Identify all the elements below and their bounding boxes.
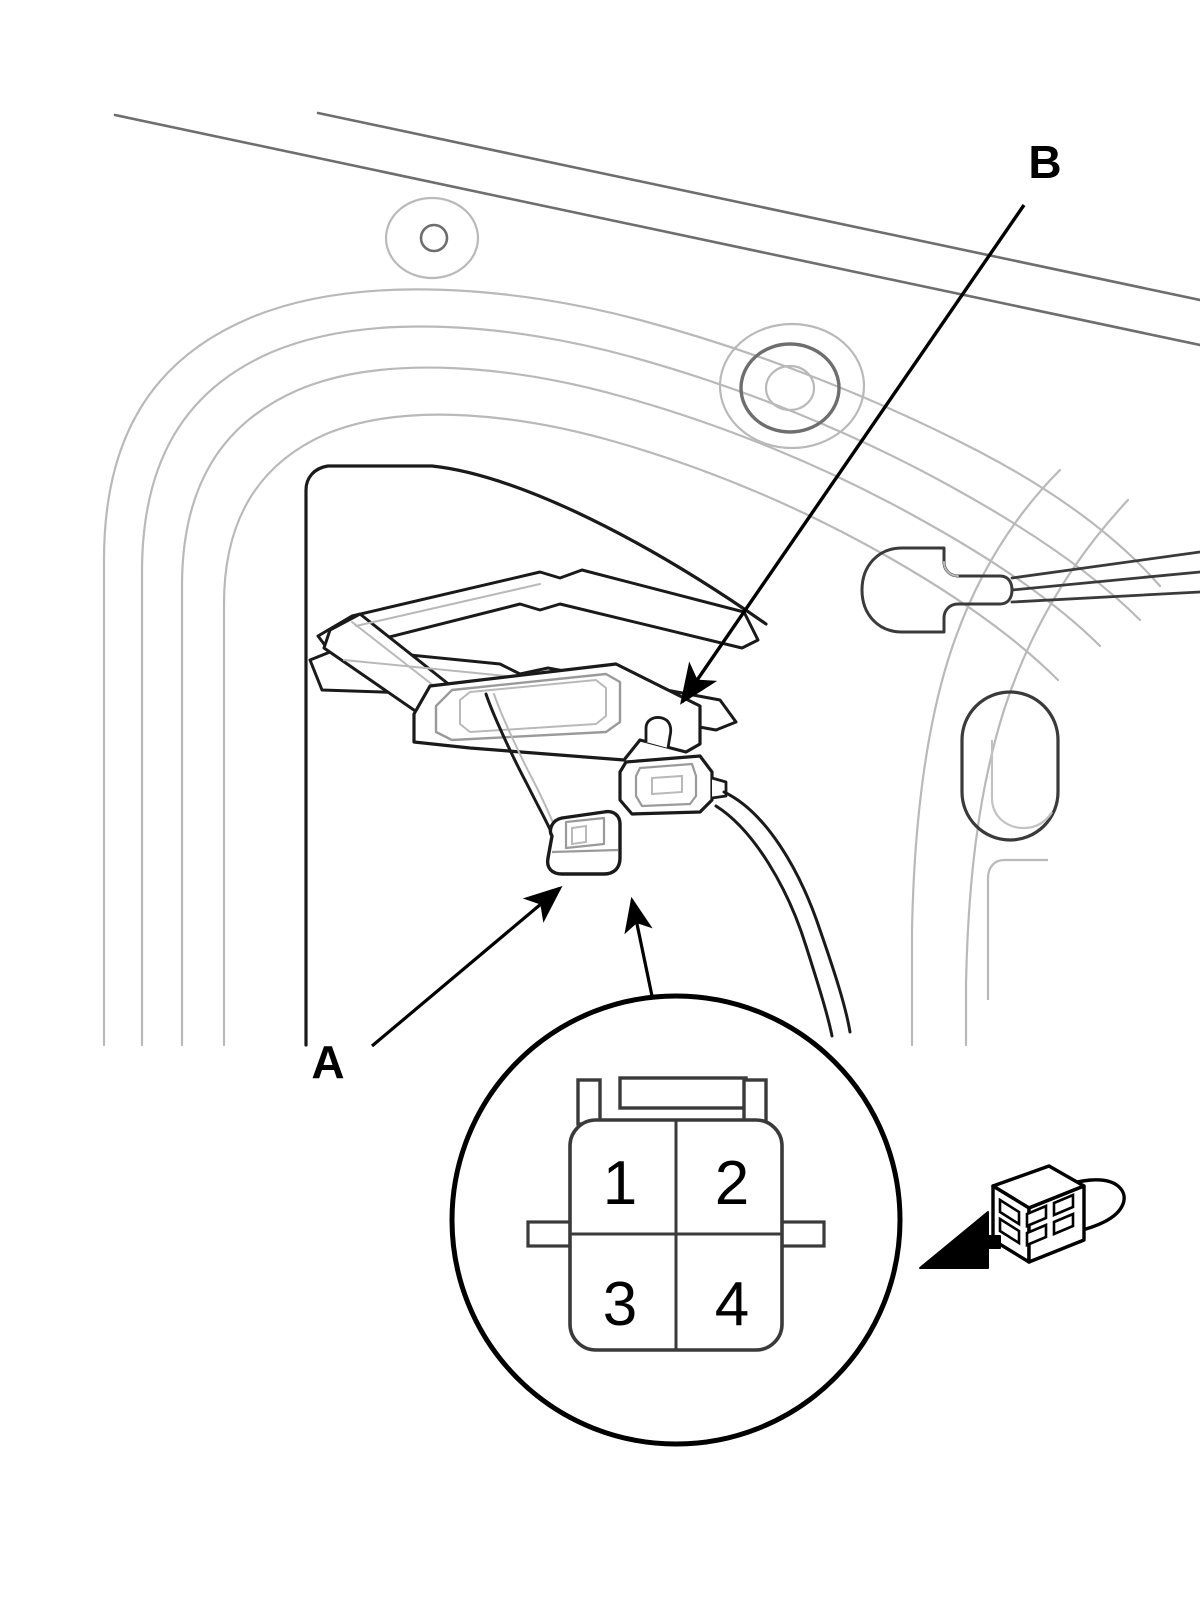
large-round-grommet-hole-mid xyxy=(739,342,841,434)
flange-contour-4 xyxy=(222,413,1060,1047)
door-aperture-edge xyxy=(304,464,768,1047)
cavity-2-1 xyxy=(998,1216,1021,1246)
connector-a-face-detail xyxy=(564,816,606,850)
connector-b-wire-1 xyxy=(722,790,852,1034)
connector-b-plug-body xyxy=(618,754,714,816)
grommet-wire-2 xyxy=(1010,570,1200,592)
upper-roof-seam-line-2 xyxy=(316,111,1200,302)
cavity-2-2 xyxy=(1025,1223,1048,1247)
flange-contour-2 xyxy=(140,325,1142,1047)
side-grommet-with-wires xyxy=(860,546,1014,634)
callout-b-leader xyxy=(680,204,1026,705)
connector-face-drawing: 1 2 3 4 xyxy=(526,1076,826,1352)
cavity-1-2 xyxy=(1025,1204,1048,1228)
pin-number-1: 1 xyxy=(603,1149,637,1218)
face-top-post-left xyxy=(576,1078,602,1126)
connector-b-plug-detail-1 xyxy=(634,762,698,808)
flange-contour-3 xyxy=(180,366,1102,1047)
face-side-tab-left xyxy=(526,1220,574,1248)
upper-roof-seam-line-1 xyxy=(113,113,1200,347)
flange-contour-right-1 xyxy=(910,468,1062,1047)
panel-holes xyxy=(384,196,1060,1000)
connector-b-side-nub xyxy=(711,776,728,800)
pin-number-4: 4 xyxy=(715,1270,749,1339)
oval-access-hole-outer xyxy=(960,690,1060,842)
grommet-wire-3 xyxy=(1010,590,1200,604)
grommet-wire-1 xyxy=(1010,550,1200,580)
connector-b-clip-recess xyxy=(434,672,622,742)
flange-contour-1 xyxy=(102,288,1162,1047)
oval-hole-lower-flange xyxy=(986,858,1048,1000)
cavity-2-3 xyxy=(1052,1212,1075,1236)
harness-connector-symbol xyxy=(919,1164,1126,1269)
callout-a-leader xyxy=(370,885,563,1048)
connector-symbol-arrow xyxy=(919,1211,1001,1269)
cavity-1-3 xyxy=(1052,1193,1075,1217)
detail-circle-leader xyxy=(624,896,654,997)
callout-label-b: B xyxy=(1028,136,1061,188)
small-round-hole-outer xyxy=(384,196,480,280)
connector-b-wire-2 xyxy=(714,804,834,1038)
callout-a-arrow xyxy=(370,885,563,1048)
connector-b-clip-body xyxy=(412,662,702,762)
face-side-tab-right xyxy=(778,1220,826,1248)
connector-a-nub xyxy=(571,824,587,846)
flange-contour-right-2 xyxy=(964,498,1130,1047)
body-panel-outlines xyxy=(113,111,1200,347)
door-opening-flange-contours xyxy=(102,288,1162,1047)
large-round-grommet-hole-outer xyxy=(718,322,866,450)
connector-b-lead-wires xyxy=(714,790,852,1038)
face-top-bar xyxy=(618,1076,748,1110)
connector-a-lead-wire-inner xyxy=(493,693,557,831)
callout-b-arrow xyxy=(680,204,1026,705)
connector-b-plug-detail-2 xyxy=(651,774,683,796)
connector-b-clip-recess-inner xyxy=(459,679,607,733)
large-round-grommet-hole-inner xyxy=(764,364,816,412)
connector-a-assembly xyxy=(484,692,622,876)
connector-a-lower-band xyxy=(551,848,619,854)
small-round-hole-inner xyxy=(419,223,449,253)
grommet-wire-leads xyxy=(1010,550,1200,604)
oval-access-hole-inner xyxy=(990,740,1053,830)
connector-b-assembly xyxy=(412,662,728,816)
connector-b-lock-tab xyxy=(644,716,673,749)
cavity-1-1 xyxy=(998,1197,1021,1227)
harness-branch-upper xyxy=(316,568,760,654)
connector-a-lead-wire xyxy=(484,692,554,836)
aperture-edge-main xyxy=(304,464,768,1047)
callout-label-a: A xyxy=(311,1036,344,1088)
detail-leader-line xyxy=(624,896,654,997)
connector-symbol-cavities xyxy=(998,1193,1075,1247)
pin-number-3: 3 xyxy=(603,1270,637,1339)
face-top-post-right xyxy=(742,1078,768,1126)
pin-number-2: 2 xyxy=(715,1149,749,1218)
grommet-inner-line xyxy=(943,561,959,577)
